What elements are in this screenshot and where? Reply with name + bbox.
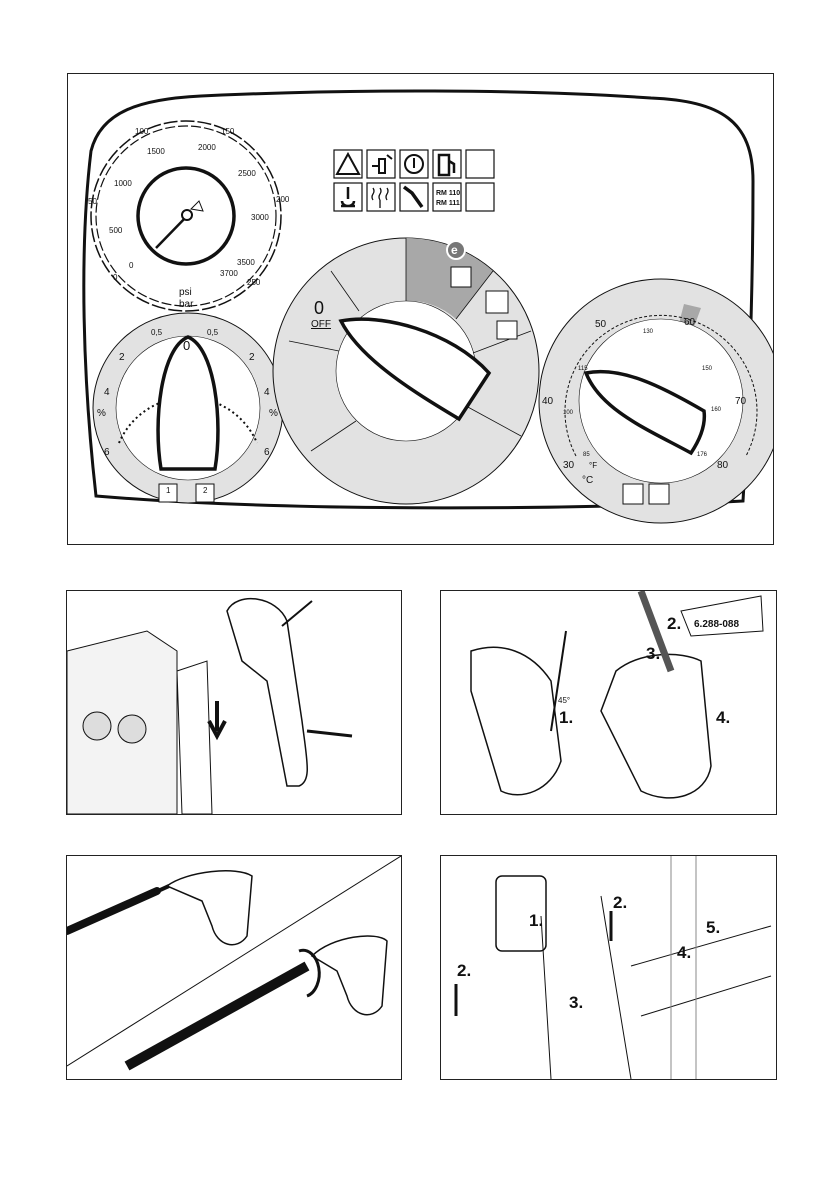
heater-icon (371, 187, 389, 208)
psi-tick: 2500 (238, 169, 256, 178)
step-label: 4. (716, 708, 730, 727)
pressure-gauge: 0 50 100 150 200 250 0 500 1000 1500 200… (88, 120, 290, 312)
celsius-tick: 40 (542, 396, 554, 407)
arrow-down-icon (207, 701, 227, 741)
fahrenheit-tick: 160 (711, 407, 722, 413)
eco-icon (446, 240, 466, 260)
psi-tick: 500 (109, 226, 123, 235)
bar-tick: 100 (135, 127, 149, 136)
step-label: 2. (457, 961, 471, 980)
celsius-tick: 60 (684, 317, 696, 328)
bar-tick: 200 (276, 195, 290, 204)
fahrenheit-tick: 176 (697, 452, 708, 458)
main-switch-knob (338, 317, 492, 422)
temperature-dial[interactable]: 30 40 50 60 70 80 85 100 115 130 150 160… (538, 278, 773, 524)
detergent-dial[interactable]: 0 0,5 2 4 % 6 0,5 2 4 % 6 1 2 (92, 312, 284, 504)
bar-tick: 50 (88, 197, 97, 206)
step-label: 1. (559, 708, 573, 727)
figure-trigger-gun-steps: 6.288-088 45° 1. 2. 3. 4. (440, 590, 777, 815)
step-label: 1. (529, 911, 543, 930)
detergent-tick: 0,5 (151, 328, 163, 337)
detergent-tick: 6 (264, 447, 270, 458)
celsius-tick: 50 (595, 319, 607, 330)
step-label: 2. (613, 893, 627, 912)
step-label: 3. (569, 993, 583, 1012)
step-label: 2. (667, 614, 681, 633)
svg-text:e: e (451, 243, 458, 257)
detergent-tick: 4 (264, 387, 270, 398)
control-panel-figure: 0 50 100 150 200 250 0 500 1000 1500 200… (67, 73, 774, 545)
figure-hose-lance-connect (66, 855, 402, 1080)
step-label: 4. (677, 943, 691, 962)
figure-handle-mount (66, 590, 402, 815)
off-number: 0 (314, 298, 324, 318)
detergent-tick: 2 (119, 352, 125, 363)
bar-tick: 0 (113, 273, 118, 282)
part-number: 6.288-088 (694, 619, 739, 630)
tank-1-icon (158, 483, 178, 503)
step-label: 5. (706, 918, 720, 937)
rm-label-2: RM 111 (436, 200, 460, 207)
step-label: 3. (646, 644, 660, 663)
fahrenheit-tick: 100 (563, 410, 574, 416)
indicator-panel (333, 149, 495, 212)
rotate-arrow-icon (298, 948, 321, 998)
fahrenheit-tick: 85 (583, 452, 590, 458)
fahrenheit-tick: 115 (578, 366, 588, 372)
detergent-tick: 6 (104, 447, 110, 458)
temperature-flame-icon (340, 187, 356, 208)
celsius-tick: 30 (563, 460, 575, 471)
figure-tank-removal-steps: 1. 2. 2. 3. 4. 5. (440, 855, 777, 1080)
rm-label-1: RM 110 (436, 190, 460, 197)
percent-unit: % (97, 408, 106, 419)
psi-tick: 1500 (147, 147, 165, 156)
fahrenheit-unit: °F (589, 461, 597, 470)
detergent-knob (156, 335, 220, 471)
detergent-tick: 0 (183, 338, 190, 353)
svg-text:1: 1 (166, 486, 171, 495)
temperature-knob (583, 369, 707, 456)
psi-tick: 3500 (237, 258, 255, 267)
wrench-icon (402, 185, 424, 209)
psi-tick: 3700 (220, 269, 238, 278)
detergent-tick: 2 (249, 352, 255, 363)
nozzle-icon (622, 483, 644, 505)
psi-tick: 1000 (114, 179, 132, 188)
celsius-tick: 80 (717, 460, 729, 471)
svg-text:2: 2 (203, 486, 208, 495)
power-icon (404, 154, 424, 174)
psi-unit: psi (179, 287, 192, 298)
off-label: OFF (311, 319, 331, 330)
psi-tick: 2000 (198, 143, 216, 152)
tank-2-icon (195, 483, 215, 503)
main-switch-dial[interactable]: e 0 OFF (272, 237, 540, 505)
celsius-unit: °C (582, 475, 593, 486)
bar-tick: 150 (221, 127, 235, 136)
plug-rotation-icon (372, 154, 393, 174)
angle-label: 45° (558, 696, 570, 705)
fahrenheit-tick: 150 (702, 366, 713, 372)
psi-tick: 3000 (251, 213, 269, 222)
thermometer-icon (648, 483, 670, 505)
warning-icon (335, 151, 361, 175)
psi-tick: 0 (129, 261, 134, 270)
percent-unit: % (269, 408, 278, 419)
detergent-tick: 4 (104, 387, 110, 398)
celsius-tick: 70 (735, 396, 747, 407)
bar-tick: 250 (247, 278, 261, 287)
fuel-icon (437, 153, 456, 177)
fahrenheit-tick: 130 (643, 329, 654, 335)
detergent-tick: 0,5 (207, 328, 219, 337)
bar-unit: bar (179, 299, 194, 310)
